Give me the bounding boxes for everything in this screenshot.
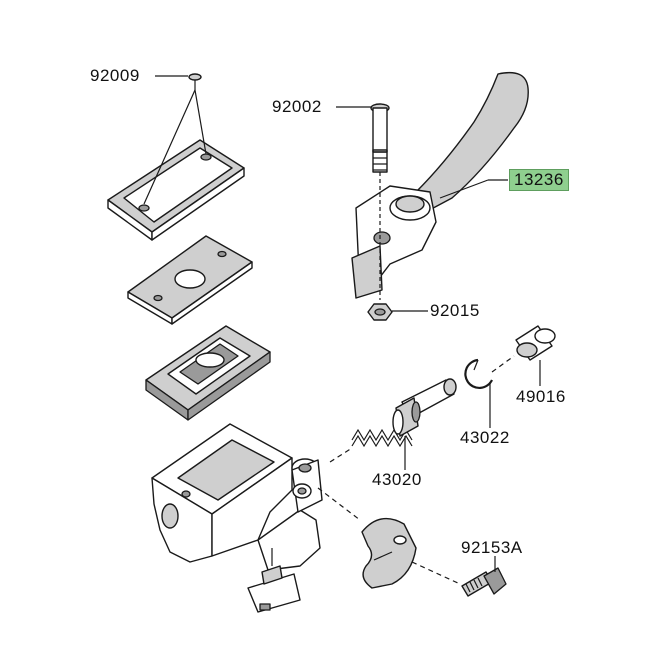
cap-screw-illustration — [188, 73, 202, 90]
pivot-nut-illustration — [367, 303, 393, 321]
diaphragm-illustration — [145, 325, 271, 421]
diaphragm-plate-illustration — [127, 235, 253, 325]
part-number-43020: 43020 — [372, 470, 422, 489]
part-number-13236: 13236 — [509, 169, 569, 191]
brake-lever-illustration — [351, 71, 529, 299]
clamp-bolt-illustration — [461, 567, 507, 597]
piston-illustration — [392, 378, 457, 437]
assembly-axis-lines — [317, 172, 515, 585]
part-number-92153A: 92153A — [461, 538, 523, 557]
part-number-92009: 92009 — [90, 66, 140, 85]
part-number-43022: 43022 — [460, 428, 510, 447]
leader-lines — [143, 75, 541, 572]
circlip-illustration — [464, 358, 493, 390]
part-number-92015: 92015 — [430, 301, 480, 320]
piston-spring-illustration — [351, 428, 413, 448]
dust-boot-illustration — [515, 325, 556, 361]
clamp-holder-illustration — [361, 517, 417, 589]
reservoir-cap-illustration — [107, 139, 245, 241]
master-cylinder-body-illustration — [151, 423, 323, 613]
part-number-92002: 92002 — [272, 97, 322, 116]
part-number-49016: 49016 — [516, 387, 566, 406]
pivot-bolt-illustration — [370, 103, 390, 173]
